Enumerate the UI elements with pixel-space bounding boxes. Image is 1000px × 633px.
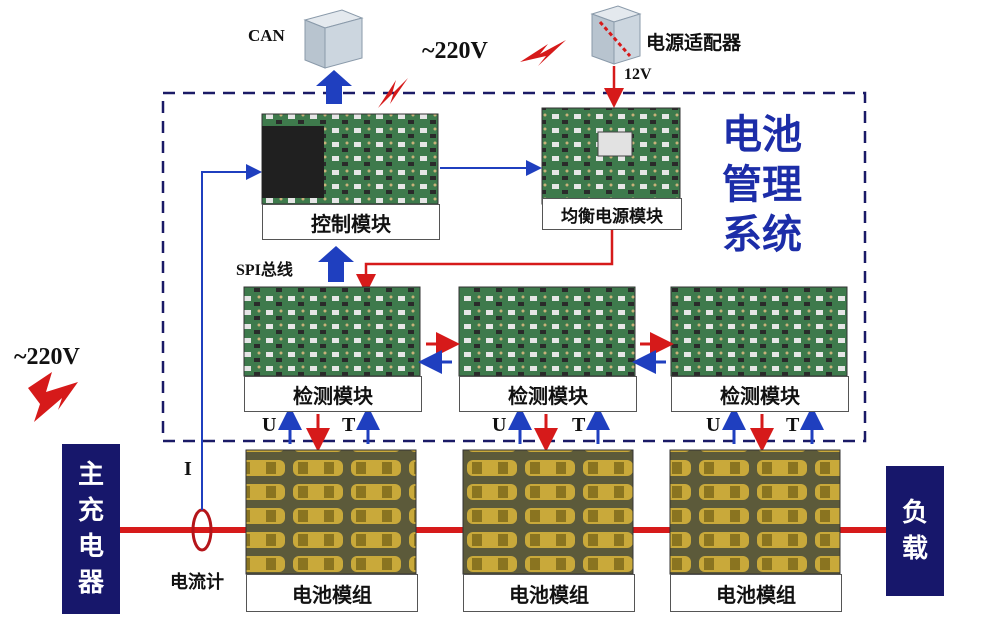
current-signal-line <box>201 164 262 510</box>
battery-module-caption-1: 电池模组 <box>246 574 418 612</box>
ut-arrows-1 <box>278 406 380 452</box>
u-label-1: U <box>262 414 277 436</box>
battery-module-caption-2: 电池模组 <box>463 574 635 612</box>
charger-char-3: 电 <box>77 532 104 562</box>
current-i-label: I <box>184 458 192 480</box>
t-label-3: T <box>786 414 800 436</box>
arrow-up-spi <box>318 246 354 282</box>
load-box: 负 载 <box>886 466 944 596</box>
charger-char-1: 主 <box>77 460 104 490</box>
bms-title-line-3: 系统 <box>722 212 802 258</box>
spi-bus-label: SPI总线 <box>236 262 293 279</box>
bms-title-line-2: 管理 <box>722 162 802 208</box>
bms-title-line-1: 电池 <box>722 112 802 158</box>
load-char-1: 负 <box>901 498 928 528</box>
detect-module-caption-1: 检测模块 <box>244 376 422 412</box>
can-label: CAN <box>248 26 285 45</box>
ut-arrows-2 <box>508 406 610 452</box>
detect-module-caption-3: 检测模块 <box>671 376 849 412</box>
lightning-icon-left <box>28 372 78 422</box>
battery-pack-1 <box>245 449 417 575</box>
t-label-1: T <box>342 414 356 436</box>
detect-module-caption-2: 检测模块 <box>459 376 637 412</box>
cube-icon-adapter <box>590 5 642 65</box>
control-module-caption: 控制模块 <box>262 204 440 240</box>
bms-title: 电池 管理 系统 <box>722 110 802 260</box>
battery-pack-3 <box>669 449 841 575</box>
battery-module-caption-3: 电池模组 <box>670 574 842 612</box>
charger-char-2: 充 <box>77 496 104 526</box>
ut-arrows-3 <box>722 406 824 452</box>
control-module-relay <box>262 126 324 198</box>
u-label-3: U <box>706 414 721 436</box>
ammeter-label: 电流计 <box>170 572 224 593</box>
balance-module-caption: 均衡电源模块 <box>542 198 682 230</box>
bms-boundary <box>161 91 867 443</box>
ac-left-label: ~220V <box>14 344 80 370</box>
arrow-up-can <box>316 70 352 104</box>
main-charger-box: 主 充 电 器 <box>62 444 120 614</box>
v12-label: 12V <box>624 66 652 83</box>
load-char-2: 载 <box>901 534 928 564</box>
detect-module-board-2 <box>458 286 636 377</box>
lightning-icon-top-left <box>378 78 408 108</box>
balance-module-transformer <box>597 131 633 157</box>
battery-pack-2 <box>462 449 634 575</box>
detect-module-board-3 <box>670 286 848 377</box>
charger-char-4: 器 <box>77 568 104 598</box>
arrow-balance-to-detect <box>356 228 614 294</box>
detect-module-board-1 <box>243 286 421 377</box>
cube-icon-can <box>303 9 364 69</box>
ac-top-label: ~220V <box>422 38 488 64</box>
u-label-2: U <box>492 414 507 436</box>
t-label-2: T <box>572 414 586 436</box>
lightning-icon-top-right <box>520 40 566 66</box>
adapter-label: 电源适配器 <box>646 32 742 54</box>
